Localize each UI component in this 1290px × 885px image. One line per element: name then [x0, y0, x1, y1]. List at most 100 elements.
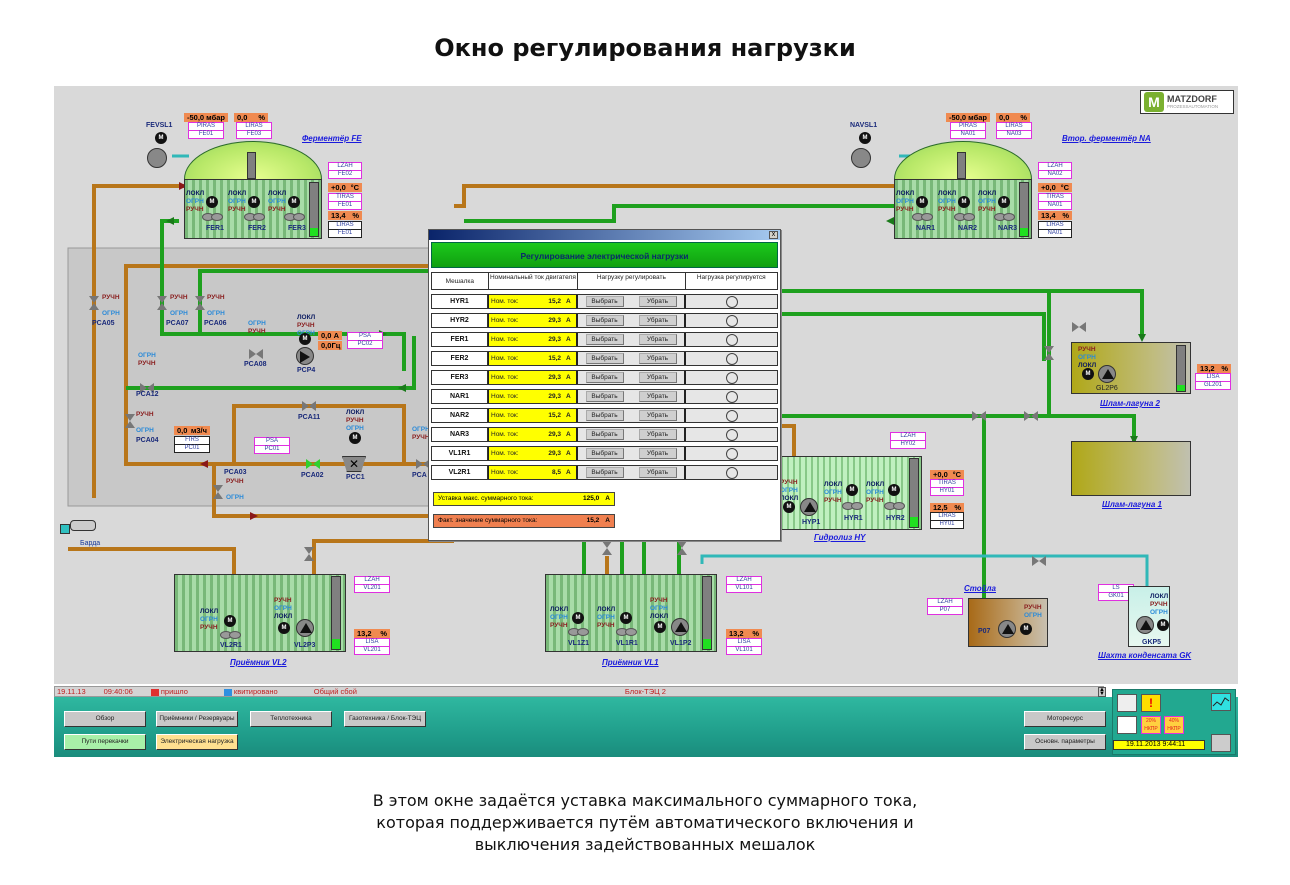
blower-fevsl1-icon[interactable]: [147, 148, 167, 168]
receiver-vl1-link[interactable]: Приёмник VL1: [602, 658, 659, 667]
nav-receivers-button[interactable]: Приёмники / Резервуары: [156, 711, 238, 727]
checkbox-acked-icon[interactable]: [223, 688, 232, 696]
receiver-vl2-link[interactable]: Приёмник VL2: [230, 658, 287, 667]
valve-pca03-icon[interactable]: [213, 485, 223, 499]
select-button[interactable]: Выбрать: [585, 353, 624, 364]
lagoon2-link[interactable]: Шлам-лагуна 2: [1100, 399, 1160, 408]
valve-condensate-line-icon[interactable]: [1032, 556, 1046, 566]
lel-40-badge[interactable]: 40% НКПР: [1164, 716, 1184, 734]
remove-button[interactable]: Убрать: [638, 353, 677, 364]
select-button[interactable]: Выбрать: [585, 372, 624, 383]
valve-vl1-inlet-icon[interactable]: [602, 541, 612, 555]
pump-p07-icon[interactable]: [998, 620, 1016, 638]
alarm-acked-filter[interactable]: квитировано: [223, 687, 296, 696]
fer2-motor-icon[interactable]: M: [248, 196, 260, 208]
lagoon1-link[interactable]: Шлам-лагуна 1: [1102, 500, 1162, 509]
nav-heating-button[interactable]: Теплотехника: [250, 711, 332, 727]
nav-electric-load-button[interactable]: Электрическая нагрузка: [156, 734, 238, 750]
remove-button[interactable]: Убрать: [638, 410, 677, 421]
blower-navsl1-icon[interactable]: [851, 148, 871, 168]
pump-gkp5-icon[interactable]: [1136, 616, 1154, 634]
remove-button[interactable]: Убрать: [638, 315, 677, 326]
remove-button[interactable]: Убрать: [638, 448, 677, 459]
valve-vl2-inlet-icon[interactable]: [304, 547, 314, 561]
pcp4-motor-icon[interactable]: M: [299, 333, 311, 345]
valve-pca02-icon[interactable]: [306, 459, 320, 469]
motor-hours-button[interactable]: Моторесурс: [1024, 711, 1106, 727]
valve-pca11-icon[interactable]: [302, 401, 316, 411]
select-button[interactable]: Выбрать: [585, 410, 624, 421]
valve-pca08-icon[interactable]: [249, 349, 263, 359]
select-button[interactable]: Выбрать: [585, 334, 624, 345]
report-icon[interactable]: [1117, 694, 1137, 712]
main-params-button[interactable]: Основн. параметры: [1024, 734, 1106, 750]
fer1-motor-icon[interactable]: M: [206, 196, 218, 208]
valve-lagoon2-inlet-icon[interactable]: [1072, 322, 1086, 332]
trend-icon[interactable]: [1211, 693, 1231, 711]
valve-lagoon-line2-icon[interactable]: [1024, 411, 1038, 421]
valve-pca07-icon[interactable]: [157, 296, 167, 310]
valve-lagoon-bypass-icon[interactable]: [1044, 346, 1054, 360]
select-button[interactable]: Выбрать: [585, 429, 624, 440]
select-button[interactable]: Выбрать: [585, 391, 624, 402]
fer3-motor-icon[interactable]: M: [288, 196, 300, 208]
valve-pca06-icon[interactable]: [195, 296, 205, 310]
nav-overview-button[interactable]: Обзор: [64, 711, 146, 727]
p07-motor-icon[interactable]: M: [1020, 623, 1032, 635]
stalls-link[interactable]: Стойла: [964, 584, 996, 593]
select-button[interactable]: Выбрать: [585, 448, 624, 459]
remove-button[interactable]: Убрать: [638, 334, 677, 345]
valve-lagoon-line1-icon[interactable]: [972, 411, 986, 421]
pump-gl2p6-icon[interactable]: [1098, 365, 1116, 383]
valve-pca04-icon[interactable]: [125, 414, 135, 428]
fermenter-na-link[interactable]: Втор. ферментёр NA: [1062, 134, 1151, 143]
vl2p3-motor-icon[interactable]: M: [278, 622, 290, 634]
alarm-burst-icon[interactable]: !: [1141, 694, 1161, 712]
valve-pca12-icon[interactable]: [140, 383, 154, 393]
alarm-bar[interactable]: 19.11.13 09:40:06 пришло квитировано Общ…: [54, 686, 1104, 697]
select-button[interactable]: Выбрать: [585, 315, 624, 326]
checkbox-came-icon[interactable]: [150, 688, 159, 696]
nav-transfer-paths-button[interactable]: Пути перекачки: [64, 734, 146, 750]
remove-button[interactable]: Убрать: [638, 372, 677, 383]
valve-pca05-icon[interactable]: [89, 296, 99, 310]
pump-vl2p3-icon[interactable]: [296, 619, 314, 637]
nar3-motor-icon[interactable]: M: [998, 196, 1010, 208]
motor-icon[interactable]: M: [859, 132, 871, 144]
vl1p2-motor-icon[interactable]: M: [654, 621, 666, 633]
exit-door-icon[interactable]: [1211, 734, 1231, 752]
gl2p6-motor-icon[interactable]: M: [1082, 368, 1094, 380]
max-current-setpoint[interactable]: Уставка макс. суммарного тока: 125,0 A: [433, 492, 615, 506]
nar2-motor-icon[interactable]: M: [958, 196, 970, 208]
remove-button[interactable]: Убрать: [638, 391, 677, 402]
hydrolysis-hy-link[interactable]: Гидролиз HY: [814, 533, 866, 542]
hyp1-motor-icon[interactable]: M: [783, 501, 795, 513]
pump-vl1p2-icon[interactable]: [671, 618, 689, 636]
pump-pcp4-icon[interactable]: [296, 347, 314, 365]
valve-vl1-pump-icon[interactable]: [677, 541, 687, 555]
lel-20-badge[interactable]: 20% НКПР: [1141, 716, 1161, 734]
hyr1-motor-icon[interactable]: M: [846, 484, 858, 496]
remove-button[interactable]: Убрать: [638, 296, 677, 307]
dialog-titlebar[interactable]: x: [429, 230, 780, 240]
vl1r1-motor-icon[interactable]: M: [620, 612, 632, 624]
